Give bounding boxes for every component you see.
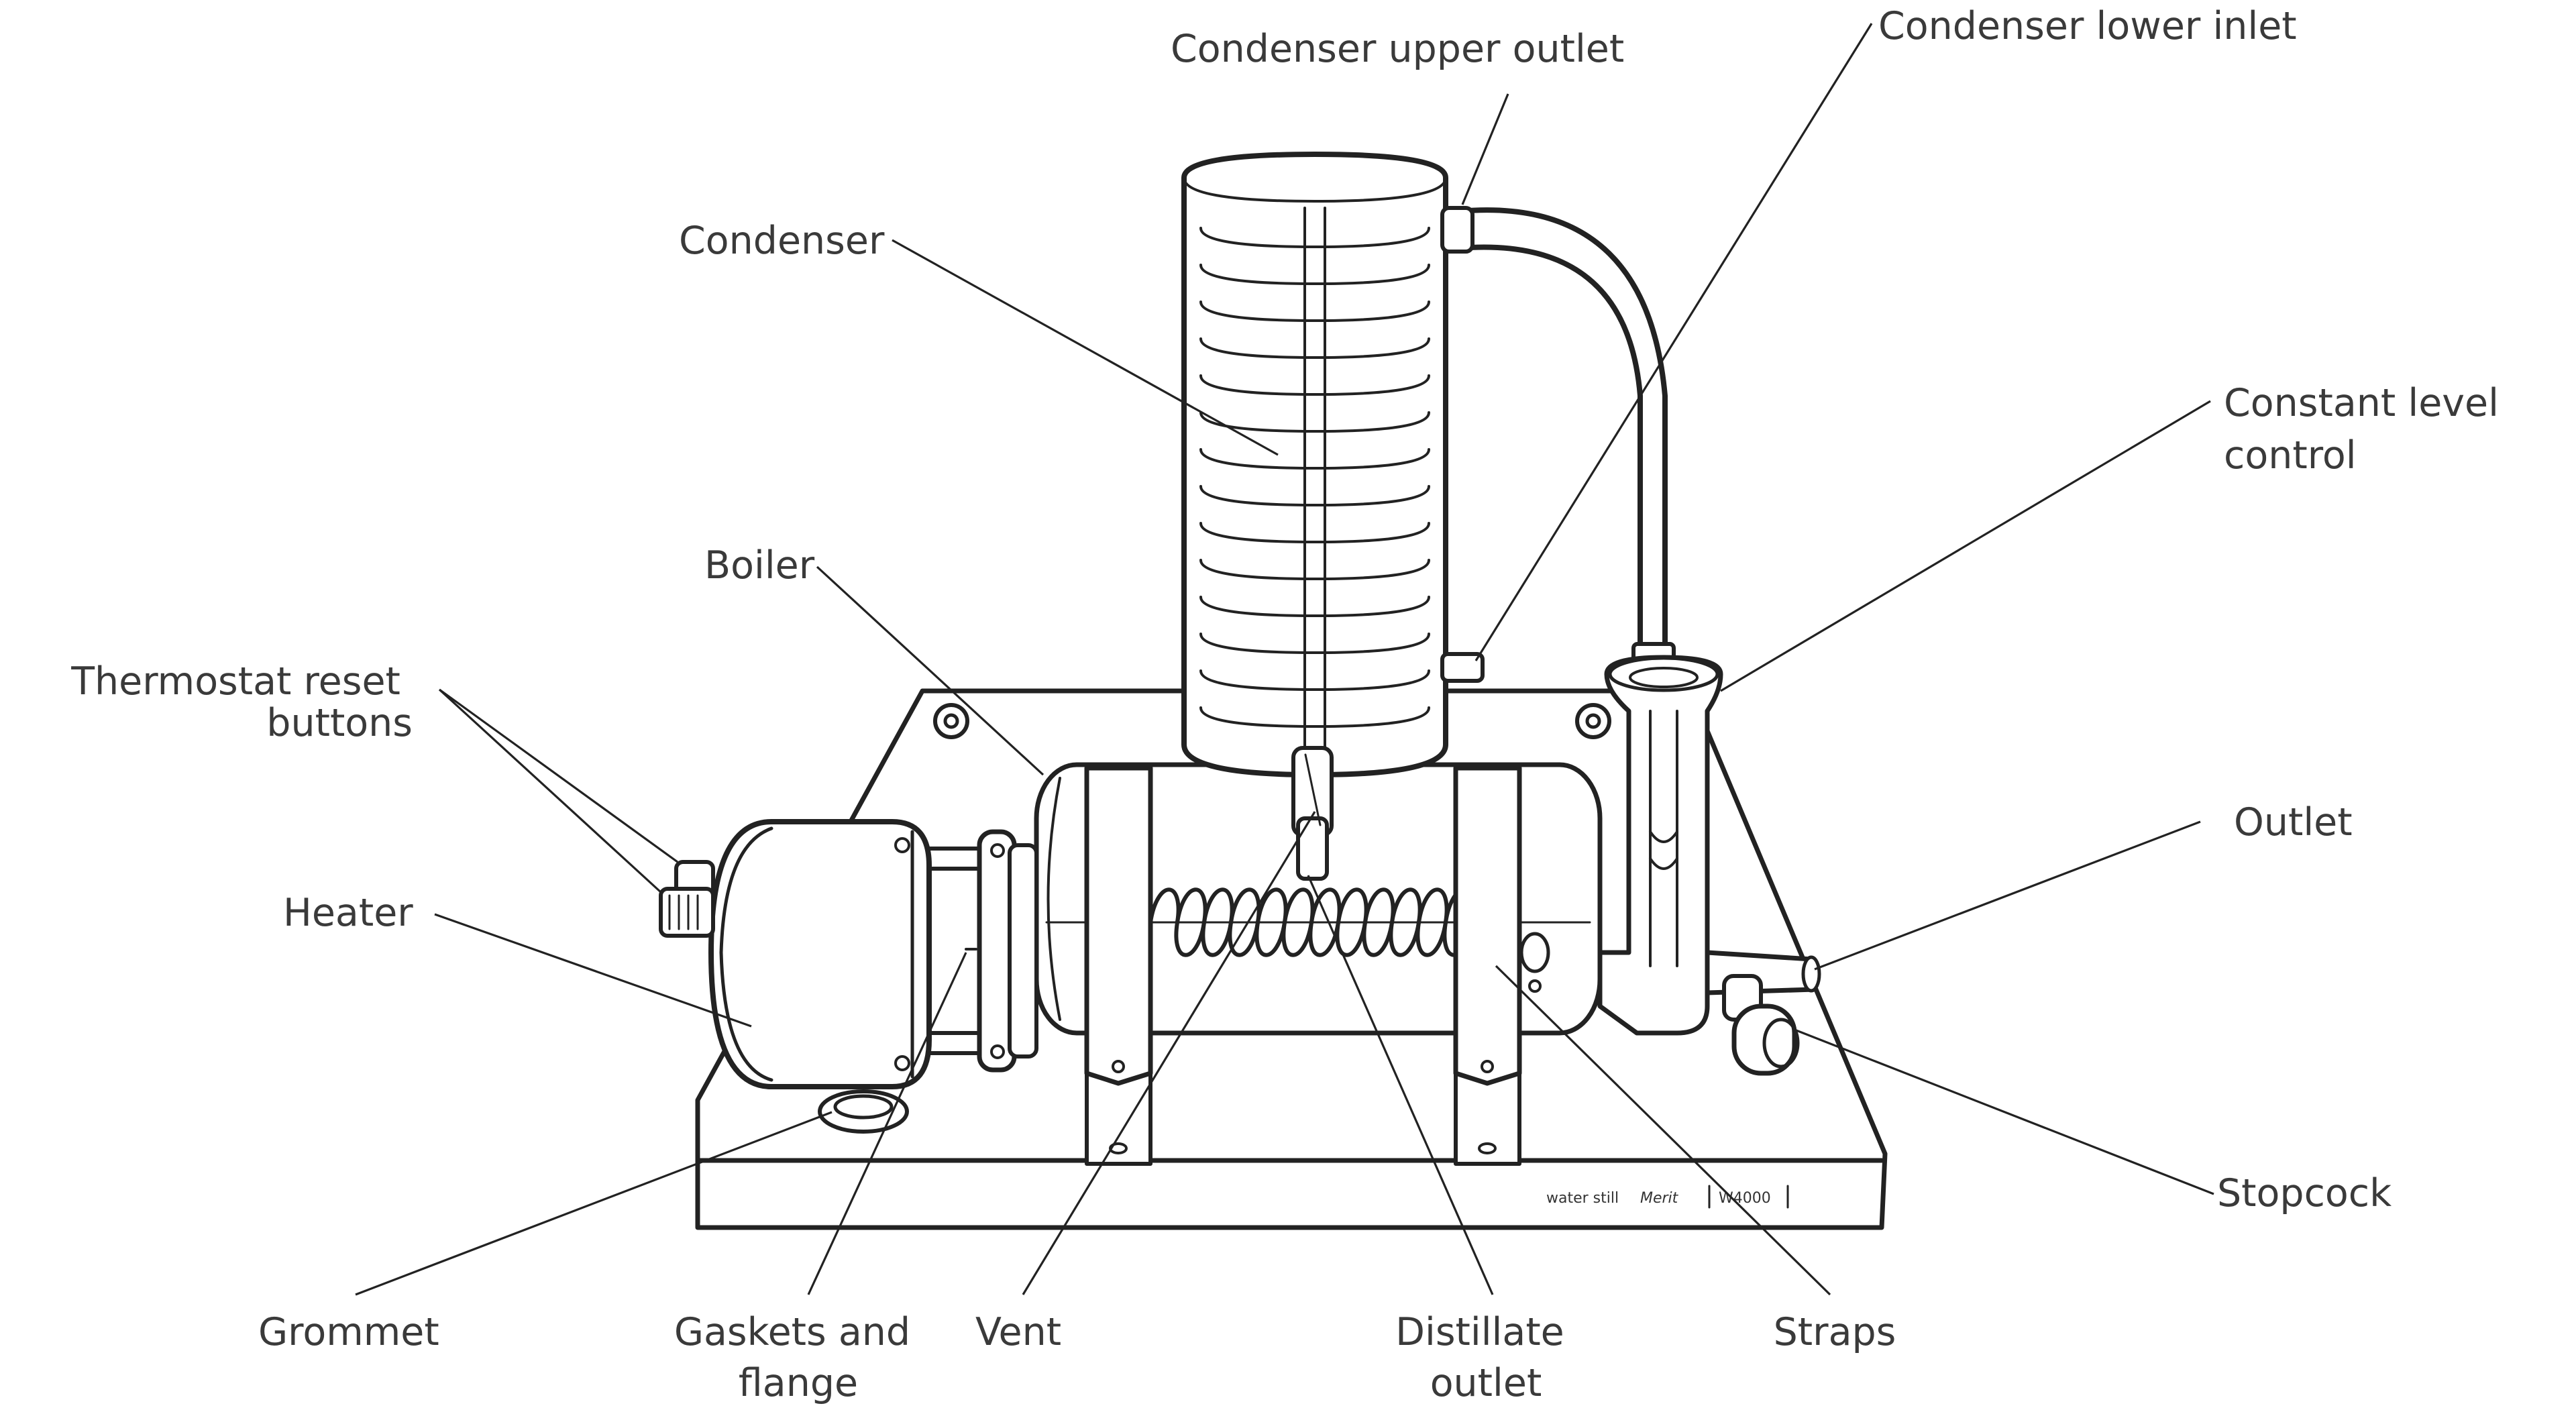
condenser-coil-loop xyxy=(1199,337,1430,359)
label-distillate-outlet: Distillate outlet xyxy=(1395,1310,1576,1405)
boiler-fitting xyxy=(1519,932,1550,993)
condenser xyxy=(1181,152,1448,777)
condenser-upper-outlet-hose xyxy=(1440,206,1676,669)
label-vent: Vent xyxy=(975,1310,1061,1354)
leader-condenser-upper-outlet xyxy=(1461,93,1509,205)
label-grommet: Grommet xyxy=(258,1310,439,1354)
condenser-cooling-coil xyxy=(1199,227,1430,728)
strap-right xyxy=(1453,765,1522,1086)
leader-grommet xyxy=(355,1111,833,1296)
nameplate: water still Merit W4000 xyxy=(1546,1185,1789,1209)
label-stopcock: Stopcock xyxy=(2217,1171,2392,1215)
leader-outlet xyxy=(1814,820,2201,971)
leader-gaskets-and-flange xyxy=(807,952,967,1295)
label-boiler: Boiler xyxy=(704,543,815,588)
leader-heater xyxy=(434,913,752,1028)
label-outlet: Outlet xyxy=(2234,800,2353,845)
label-thermostat-reset-buttons: Thermostat reset buttons xyxy=(70,659,413,745)
label-condenser: Condenser xyxy=(679,219,885,263)
condenser-coil-loop xyxy=(1199,669,1430,691)
label-condenser-upper-outlet: Condenser upper outlet xyxy=(1171,27,1624,71)
heater xyxy=(708,819,932,1089)
label-condenser-lower-inlet: Condenser lower inlet xyxy=(1878,4,2297,48)
nameplate-model-text: water still xyxy=(1546,1190,1619,1207)
condenser-coil-loop xyxy=(1199,227,1430,248)
label-straps: Straps xyxy=(1774,1310,1896,1354)
thermostat-reset-buttons xyxy=(659,860,715,938)
condenser-coil-loop xyxy=(1199,706,1430,728)
leader-condenser xyxy=(892,239,1279,456)
condenser-coil-loop xyxy=(1199,633,1430,654)
condenser-coil-loop xyxy=(1199,485,1430,506)
leader-distillate-outlet xyxy=(1307,875,1494,1295)
condenser-coil-loop xyxy=(1199,301,1430,322)
labels: Condenser upper outlet Condenser lower i… xyxy=(70,4,2511,1405)
leader-lines xyxy=(355,23,2214,1296)
gaskets-and-flange xyxy=(920,829,1038,1073)
label-gaskets-and-flange: Gaskets and flange xyxy=(674,1310,922,1405)
leader-thermostat-reset-1 xyxy=(439,688,678,863)
constant-level-control xyxy=(1597,655,1723,1036)
vent-tube xyxy=(1291,746,1334,881)
condenser-coil-loop xyxy=(1199,448,1430,470)
leader-stopcock xyxy=(1794,1028,2214,1195)
leader-vent xyxy=(1022,811,1316,1295)
leader-straps xyxy=(1495,965,1831,1296)
mounting-screw xyxy=(933,703,969,739)
condenser-coil-loop xyxy=(1199,522,1430,543)
label-heater: Heater xyxy=(283,891,413,935)
condenser-coil-loop xyxy=(1199,596,1430,617)
mounting-screw xyxy=(1575,703,1611,739)
leader-constant-level-control xyxy=(1720,400,2211,692)
grommet xyxy=(818,1089,909,1134)
condenser-coil-loop xyxy=(1199,264,1430,285)
label-constant-level-control: Constant level control xyxy=(2224,381,2511,478)
condenser-lower-inlet-nozzle xyxy=(1440,652,1485,683)
strap-left xyxy=(1084,765,1153,1086)
nameplate-brand: Merit xyxy=(1640,1190,1679,1207)
condenser-coil-loop xyxy=(1199,559,1430,580)
stopcock xyxy=(1722,974,1800,1076)
leader-boiler xyxy=(816,565,1044,776)
leader-condenser-lower-inlet xyxy=(1474,23,1873,661)
leader-thermostat-reset-2 xyxy=(438,688,662,893)
condenser-coil-loop xyxy=(1199,374,1430,396)
condenser-coil-loop xyxy=(1199,411,1430,433)
